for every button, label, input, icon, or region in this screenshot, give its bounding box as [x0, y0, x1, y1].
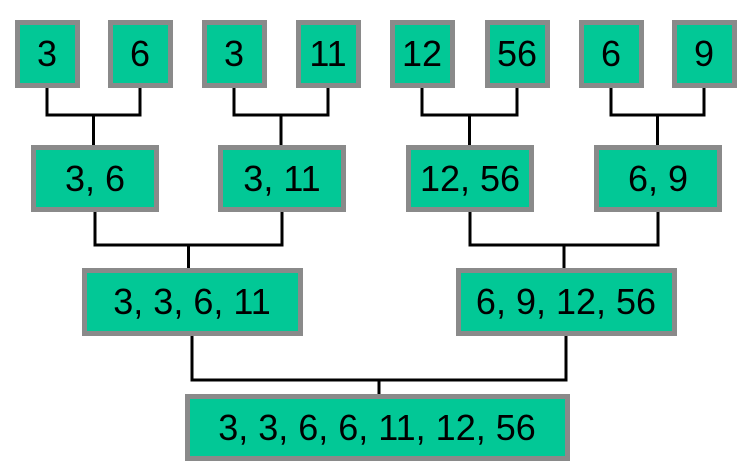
tree-node-level0-5: 56: [484, 20, 550, 88]
tree-node-level2-1: 6, 9, 12, 56: [455, 268, 677, 336]
tree-node-level1-2: 12, 56: [406, 145, 534, 212]
tree-node-level0-0: 3: [14, 20, 80, 88]
connector-2: [420, 88, 519, 145]
tree-node-level3-0: 3, 3, 6, 6, 11, 12, 56: [184, 394, 570, 461]
connector-1: [232, 88, 330, 145]
tree-node-level1-0: 3, 6: [31, 145, 159, 212]
tree-node-level0-2: 3: [201, 20, 267, 88]
connector-0: [45, 88, 142, 145]
tree-node-level1-1: 3, 11: [218, 145, 346, 212]
tree-node-level0-6: 6: [578, 20, 644, 88]
tree-node-level1-3: 6, 9: [594, 145, 722, 212]
tree-node-level0-7: 9: [671, 20, 737, 88]
tree-node-level2-0: 3, 3, 6, 11: [81, 268, 303, 336]
tree-node-level0-1: 6: [107, 20, 173, 88]
connector-6: [190, 336, 568, 394]
connector-4: [93, 212, 284, 268]
tree-node-level0-3: 11: [295, 20, 361, 88]
connector-3: [609, 88, 706, 145]
tree-node-level0-4: 12: [389, 20, 455, 88]
connector-5: [468, 212, 660, 268]
